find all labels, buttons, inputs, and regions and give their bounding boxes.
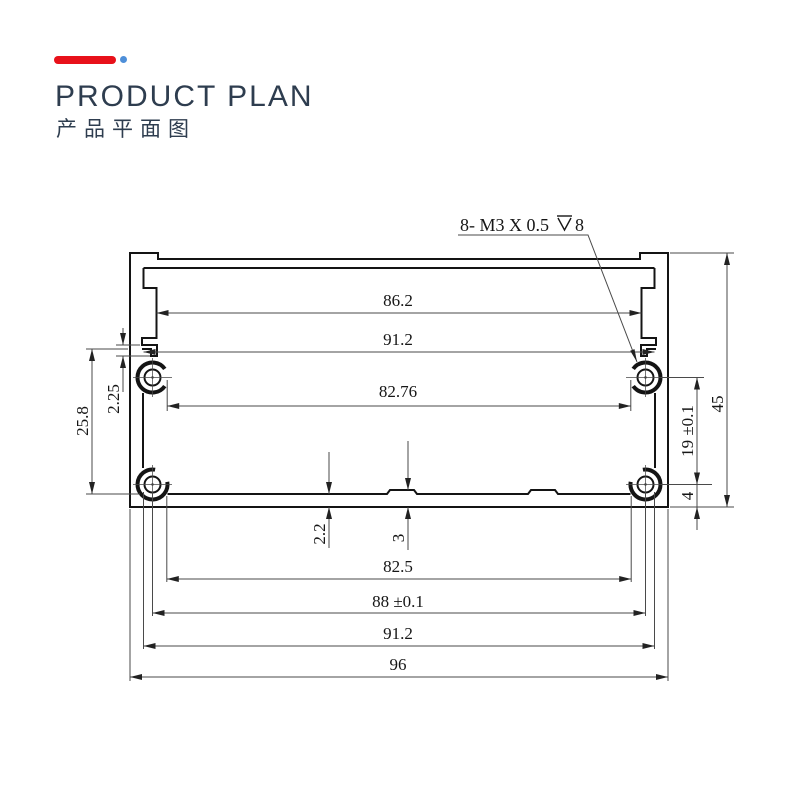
dim-overall-width: 96 [390, 655, 407, 674]
dim-inner-width-top: 86.2 [383, 291, 413, 310]
outer-silhouette [129, 252, 669, 508]
dim-boss-spacing-vertical: 19 ±0.1 [678, 405, 697, 457]
thread-note-text: 8- M3 X 0.5 [460, 215, 549, 235]
enclosure-profile [129, 252, 669, 508]
page-title: PRODUCT PLAN [55, 80, 314, 113]
dim-slot-width-bottom: 91.2 [383, 624, 413, 643]
header-accent-dot [120, 56, 127, 63]
extension-lines [86, 252, 734, 681]
dim-boss-clearance-width: 82.76 [379, 382, 417, 401]
left-inner-wall [141, 268, 158, 357]
dim-left-lip-gap: 2.25 [104, 384, 123, 414]
dim-floor-thickness: 2.2 [310, 523, 329, 544]
dim-boss-bottom-offset: 4 [678, 491, 697, 500]
right-inner-wall [640, 268, 657, 357]
screw-boss-top-right [626, 358, 665, 397]
leader-arrow [630, 349, 637, 362]
thread-note: 8- M3 X 0.5 8 [458, 215, 638, 363]
dim-boss-spacing-horizontal: 88 ±0.1 [372, 592, 424, 611]
dim-floor-clearance-width: 82.5 [383, 557, 413, 576]
thread-depth-value: 8 [575, 215, 584, 235]
dim-overall-height: 45 [708, 396, 727, 413]
dimension-lines [89, 253, 730, 680]
screw-boss-top-left [133, 358, 172, 397]
dim-left-overall: 25.8 [73, 406, 92, 436]
dim-slot-width-top: 91.2 [383, 330, 413, 349]
leader-line [458, 234, 638, 363]
dim-rib-height: 3 [389, 534, 408, 543]
header-accent-bar [54, 56, 116, 64]
page-subtitle: 产品平面图 [56, 118, 196, 141]
dimension-labels: 86.2 91.2 82.76 82.5 88 ±0.1 91.2 96 25.… [73, 291, 727, 674]
inner-floor-with-ribs [167, 489, 631, 495]
depth-symbol-icon [557, 215, 572, 232]
